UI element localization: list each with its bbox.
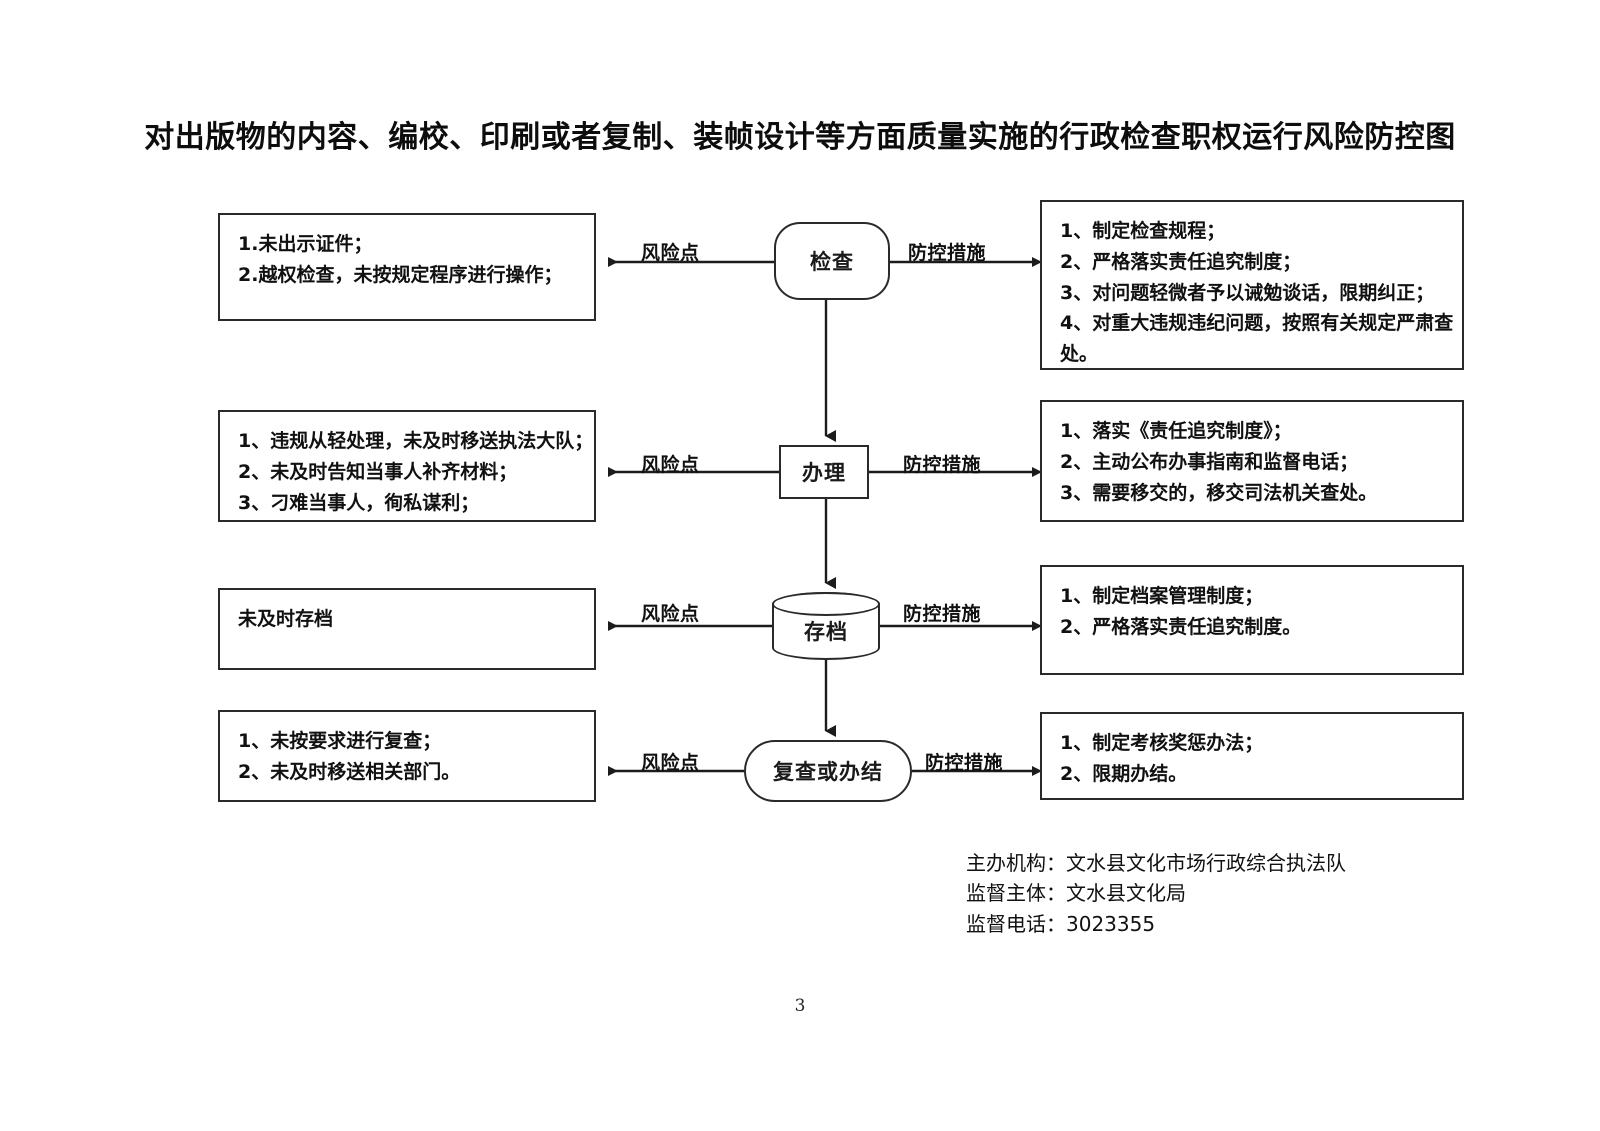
arrow-label-measure-3: 防控措施 (903, 603, 982, 625)
arrow-label-measure-1: 防控措施 (908, 242, 987, 264)
text-line-2: 2、未及时告知当事人补齐材料； (238, 460, 518, 483)
risk-box-review: 1、未按要求进行复查； 2、未及时移送相关部门。 (218, 710, 596, 802)
text-line-2: 2、未及时移送相关部门。 (238, 760, 461, 783)
flow-node-archive[interactable]: 存档 (772, 592, 880, 660)
measure-box-process: 1、落实《责任追究制度》； 2、主动公布办事指南和监督电话； 3、需要移交的，移交司… (1040, 400, 1464, 522)
text-line-1: 1、制定档案管理制度； (1060, 585, 1264, 607)
flow-node-inspect-label: 检查 (810, 250, 854, 274)
text-line-3: 3、需要移交的，移交司法机关查处。 (1060, 481, 1378, 504)
flow-node-inspect[interactable]: 检查 (774, 222, 890, 300)
text-line-1: 1、制定考核奖惩办法； (1060, 732, 1264, 754)
footer-line-3: 监督电话：3023355 (966, 911, 1156, 936)
measure-box-inspect: 1、制定检查规程； 2、严格落实责任追究制度； 3、对问题轻微者予以诫勉谈话，限期纠… (1040, 200, 1464, 370)
text-line-2: 2、严格落实责任追究制度。 (1060, 615, 1302, 638)
text-line-3: 3、对问题轻微者予以诫勉谈话，限期纠正； (1060, 281, 1435, 304)
flow-node-review-label: 复查或办结 (773, 760, 883, 784)
text-line-1: 未及时存档 (238, 608, 334, 630)
text-line-1: 1.未出示证件； (238, 233, 373, 255)
footer-line-2: 监督主体：文水县文化局 (966, 881, 1186, 906)
flow-node-archive-label: 存档 (804, 620, 848, 644)
text-line-5: 处。 (1060, 343, 1099, 366)
text-line-2: 2、限期办结。 (1060, 762, 1188, 785)
arrow-label-risk-3: 风险点 (641, 603, 700, 625)
measure-box-review: 1、制定考核奖惩办法； 2、限期办结。 (1040, 712, 1464, 800)
arrow-label-risk-2: 风险点 (641, 454, 700, 476)
text-line-2: 2.越权检查，未按规定程序进行操作； (238, 263, 563, 286)
risk-box-process: 1、违规从轻处理，未及时移送执法大队； 2、未及时告知当事人补齐材料； 3、刁难当事… (218, 410, 596, 522)
risk-box-inspect: 1.未出示证件； 2.越权检查，未按规定程序进行操作； (218, 213, 596, 321)
arrow-label-risk-1: 风险点 (641, 242, 700, 264)
text-line-2: 2、严格落实责任追究制度； (1060, 250, 1302, 273)
footer-line-1: 主办机构：文水县文化市场行政综合执法队 (966, 851, 1346, 875)
page-title: 对出版物的内容、编校、印刷或者复制、装帧设计等方面质量实施的行政检查职权运行风险… (144, 120, 1456, 155)
risk-box-archive: 未及时存档 (218, 588, 596, 670)
footer-info: 主办机构：文水县文化市场行政综合执法队监督主体：文水县文化局监督电话：30233… (966, 848, 1346, 939)
measure-box-archive: 1、制定档案管理制度； 2、严格落实责任追究制度。 (1040, 565, 1464, 675)
text-line-1: 1、违规从轻处理，未及时移送执法大队； (238, 430, 594, 452)
text-line-1: 1、未按要求进行复查； (238, 730, 442, 752)
text-line-4: 4、对重大违规违纪问题，按照有关规定严肃查 (1060, 312, 1454, 335)
arrow-label-measure-2: 防控措施 (903, 454, 982, 476)
flow-node-review[interactable]: 复查或办结 (744, 740, 912, 802)
page-number: 3 (794, 996, 806, 1016)
flow-node-process[interactable]: 办理 (779, 445, 869, 499)
text-line-2: 2、主动公布办事指南和监督电话； (1060, 450, 1359, 473)
text-line-3: 3、刁难当事人，徇私谋利； (238, 491, 480, 514)
text-line-1: 1、落实《责任追究制度》； (1060, 420, 1292, 442)
arrow-label-risk-4: 风险点 (641, 752, 700, 774)
flow-node-process-label: 办理 (802, 461, 846, 485)
arrow-label-measure-4: 防控措施 (925, 752, 1004, 774)
text-line-1: 1、制定检查规程； (1060, 220, 1226, 242)
